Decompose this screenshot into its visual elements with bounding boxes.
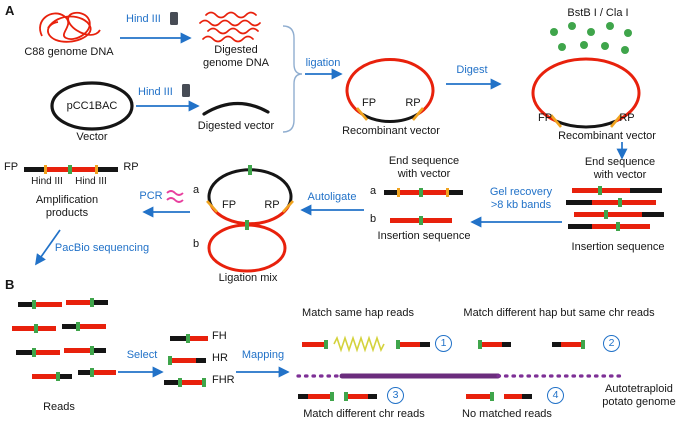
- hind3-site-tick: [550, 114, 562, 128]
- fhr-label: FHR: [212, 374, 235, 386]
- end-sequence-bars-right: [566, 186, 664, 231]
- hind3-site-tick: [206, 200, 218, 213]
- match-same-hap-group: [302, 335, 430, 353]
- insertion-sequence-right-label: Insertion sequence: [571, 241, 665, 253]
- hr-label: HR: [212, 352, 228, 364]
- select-label: Select: [126, 349, 158, 361]
- rp-label-2: RP: [619, 112, 635, 124]
- digested-vector-label: Digested vector: [197, 120, 275, 132]
- match-4-badge: 4: [547, 387, 564, 404]
- match-diff-hap-group: [478, 340, 585, 349]
- row-a-label: a: [370, 185, 377, 197]
- grouping-brace: [282, 25, 303, 133]
- spring-icon: [333, 335, 385, 353]
- amplification-template-bar: [24, 165, 118, 174]
- pcr-arrow-group: [142, 190, 190, 218]
- rp-label-1: RP: [405, 97, 421, 109]
- hind3-site-tick: [282, 200, 294, 213]
- hind3-enzyme-icon-1: [170, 12, 178, 25]
- ligation-mix-circle-b: [207, 220, 287, 273]
- recombinant-vector-2: [531, 57, 641, 129]
- digested-vector-arc: [202, 101, 270, 116]
- hind3-enzyme-icon-2: [182, 84, 190, 97]
- genome-name-label: Autotetraploid potato genome: [602, 383, 676, 408]
- panel-b-label: B: [5, 277, 15, 292]
- recombinant-vector-1-label: Recombinant vector: [342, 125, 440, 137]
- row-b-label: b: [370, 213, 377, 225]
- hind3-site-label-left: Hind III: [31, 176, 63, 187]
- no-match-label: No matched reads: [462, 408, 552, 420]
- fp-label-1: FP: [361, 97, 377, 109]
- amplification-products-label: Amplification products: [35, 194, 99, 219]
- bstb-cla-label: BstB I / Cla I: [567, 7, 629, 19]
- fp-label-2: FP: [537, 112, 553, 124]
- autoligated-circle-a: [206, 165, 294, 226]
- reads-label: Reads: [43, 401, 75, 413]
- hind3-arrow-1: [120, 12, 192, 44]
- hind3-site-tick: [412, 107, 424, 121]
- pcr-primer-icon: [166, 197, 184, 203]
- match-diff-chr-label: Match different chr reads: [303, 408, 425, 420]
- fp-label-3: FP: [221, 199, 237, 211]
- no-match-group: [466, 392, 532, 401]
- hind3-label-1: Hind III: [126, 13, 161, 25]
- mapping-label: Mapping: [241, 349, 285, 361]
- match-1-badge: 1: [435, 335, 452, 352]
- hind3-site-tick: [610, 114, 622, 128]
- read-type-fh-bar: [170, 334, 208, 343]
- reads-cluster: [12, 298, 116, 381]
- hind3-label-2: Hind III: [138, 86, 173, 98]
- rp-label-4: RP: [123, 161, 139, 173]
- hind3-site-label-right: Hind III: [75, 176, 107, 187]
- panel-a-label: A: [5, 3, 15, 18]
- pacbio-sequencing-label: PacBio sequencing: [54, 242, 150, 254]
- read-type-fhr-bar: [164, 378, 206, 387]
- restriction-enzyme-dots: [550, 22, 632, 54]
- fh-label: FH: [212, 330, 227, 342]
- match-same-hap-label: Match same hap reads: [302, 307, 414, 319]
- gel-recovery-label: Gel recovery >8 kb bands: [489, 186, 553, 211]
- pcc1bac-vector-ellipse: [50, 81, 134, 131]
- match-3-badge: 3: [387, 387, 404, 404]
- end-sequence-bar-a: [384, 188, 463, 197]
- ligation-label: ligation: [305, 57, 341, 69]
- circle-a-label: a: [193, 184, 200, 196]
- pcr-label: PCR: [139, 190, 163, 202]
- digested-genome-strands: [199, 11, 261, 43]
- digest-label: Digest: [456, 64, 488, 76]
- ligation-mix-label: Ligation mix: [218, 272, 278, 284]
- circle-b-label: b: [193, 238, 200, 250]
- insertion-sequence-mid-label: Insertion sequence: [377, 230, 471, 242]
- hind3-arrow-2: [136, 84, 200, 112]
- c88-genome-scribble: [39, 11, 101, 43]
- insertion-sequence-bar-b: [390, 216, 452, 225]
- end-sequence-mid-label: End sequence with vector: [388, 155, 460, 180]
- autoligate-label: Autoligate: [307, 191, 357, 203]
- end-sequence-right-label: End sequence with vector: [584, 156, 656, 181]
- match-diff-hap-label: Match different hap but same chr reads: [463, 307, 655, 319]
- hind3-site-tick: [356, 107, 368, 121]
- match-diff-chr-group: [298, 392, 377, 401]
- vector-label: Vector: [76, 131, 108, 143]
- recombinant-vector-1: [345, 58, 435, 123]
- rp-label-3: RP: [264, 199, 280, 211]
- recombinant-vector-2-label: Recombinant vector: [558, 130, 656, 142]
- pacbio-arrow: [35, 229, 61, 266]
- fp-label-4: FP: [3, 161, 19, 173]
- digested-genome-label: Digested genome DNA: [202, 44, 270, 69]
- site-tick-green: [248, 165, 252, 175]
- read-type-hr-bar: [168, 356, 206, 365]
- match-2-badge: 2: [603, 335, 620, 352]
- site-tick-green: [245, 220, 249, 230]
- pcc1bac-label: pCC1BAC: [66, 100, 118, 112]
- c88-genome-dna-label: C88 genome DNA: [24, 46, 114, 58]
- pcr-primer-icon: [166, 190, 184, 196]
